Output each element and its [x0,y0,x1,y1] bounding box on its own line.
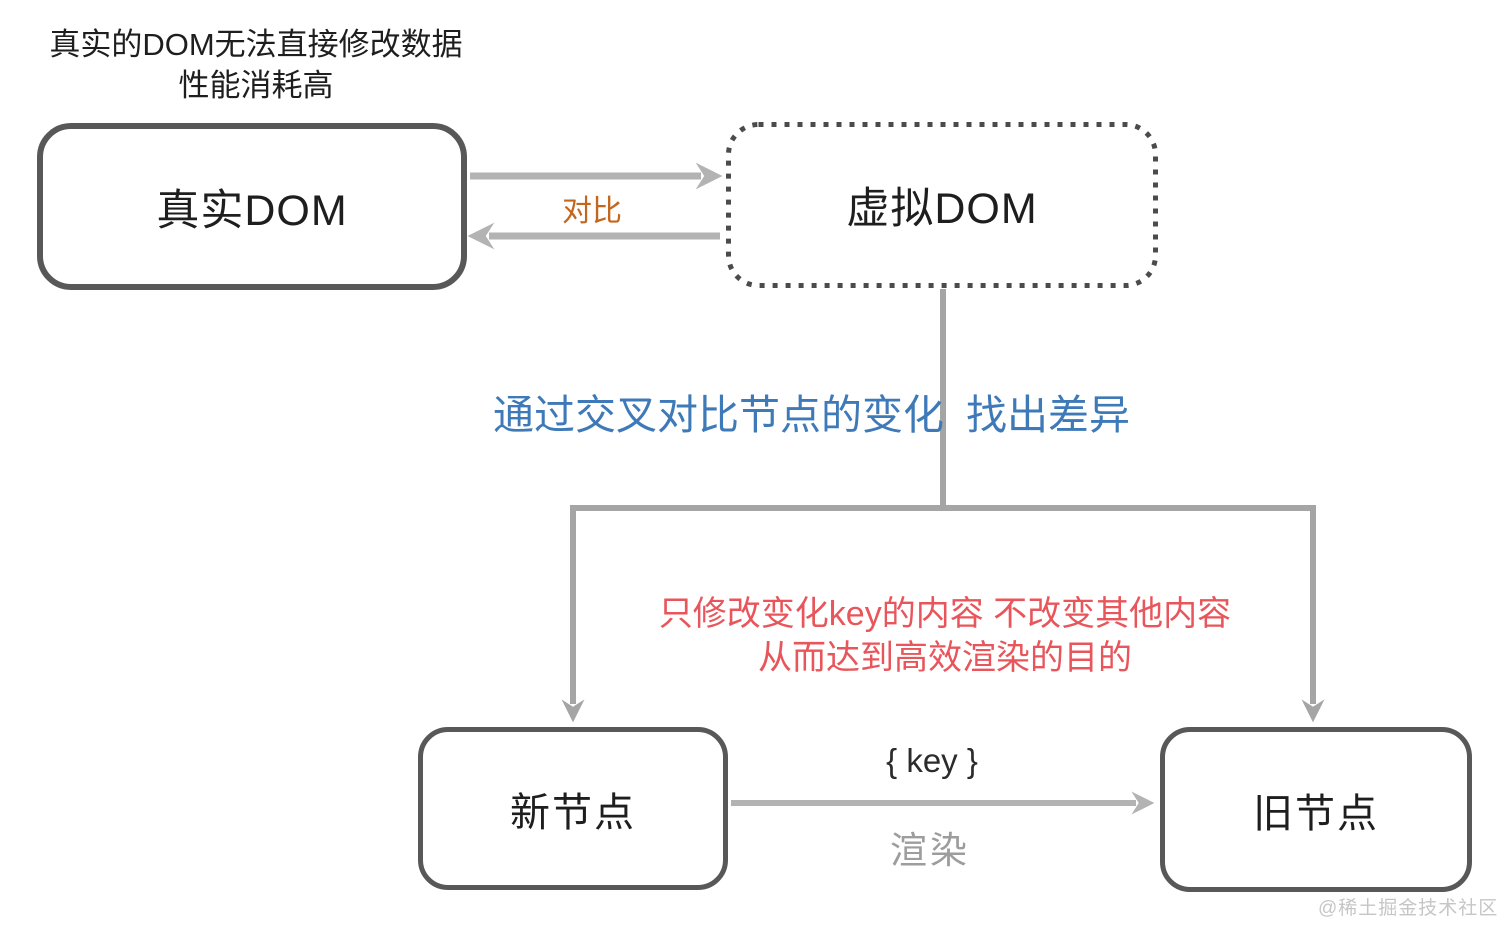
efficiency-annotation-line2: 从而达到高效渲染的目的 [758,639,1132,677]
old-node: 旧节点 [1160,727,1472,892]
efficiency-annotation: 只修改变化key的内容 不改变其他内容 从而达到高效渲染的目的 [559,592,1331,680]
dotted-border [726,122,1158,288]
real-dom-annotation-line1: 真实的DOM无法直接修改数据 [49,27,463,62]
old-node-label: 旧节点 [1253,791,1379,836]
real-dom-node: 真实DOM [37,123,467,290]
compare-label: 对比 [562,195,622,228]
new-node: 新节点 [418,727,728,890]
new-node-label: 新节点 [510,790,636,835]
efficiency-annotation-line1: 只修改变化key的内容 不改变其他内容 [658,595,1232,633]
key-label: { key } [886,742,978,779]
real-dom-annotation-line2: 性能消耗高 [178,68,334,103]
real-dom-label: 真实DOM [156,186,348,235]
watermark: @稀土掘金技术社区 [1318,898,1499,919]
diff-annotation: 通过交叉对比节点的变化 找出差异 [493,381,1130,441]
render-label: 渲染 [890,830,970,871]
diff-annotation-left: 通过交叉对比节点的变化 [493,392,944,438]
diff-annotation-right: 找出差异 [966,392,1130,438]
virtual-dom-node: 虚拟DOM [726,122,1158,288]
virtual-dom-label: 虚拟DOM [846,185,1038,233]
real-dom-annotation: 真实的DOM无法直接修改数据 性能消耗高 [30,24,482,106]
